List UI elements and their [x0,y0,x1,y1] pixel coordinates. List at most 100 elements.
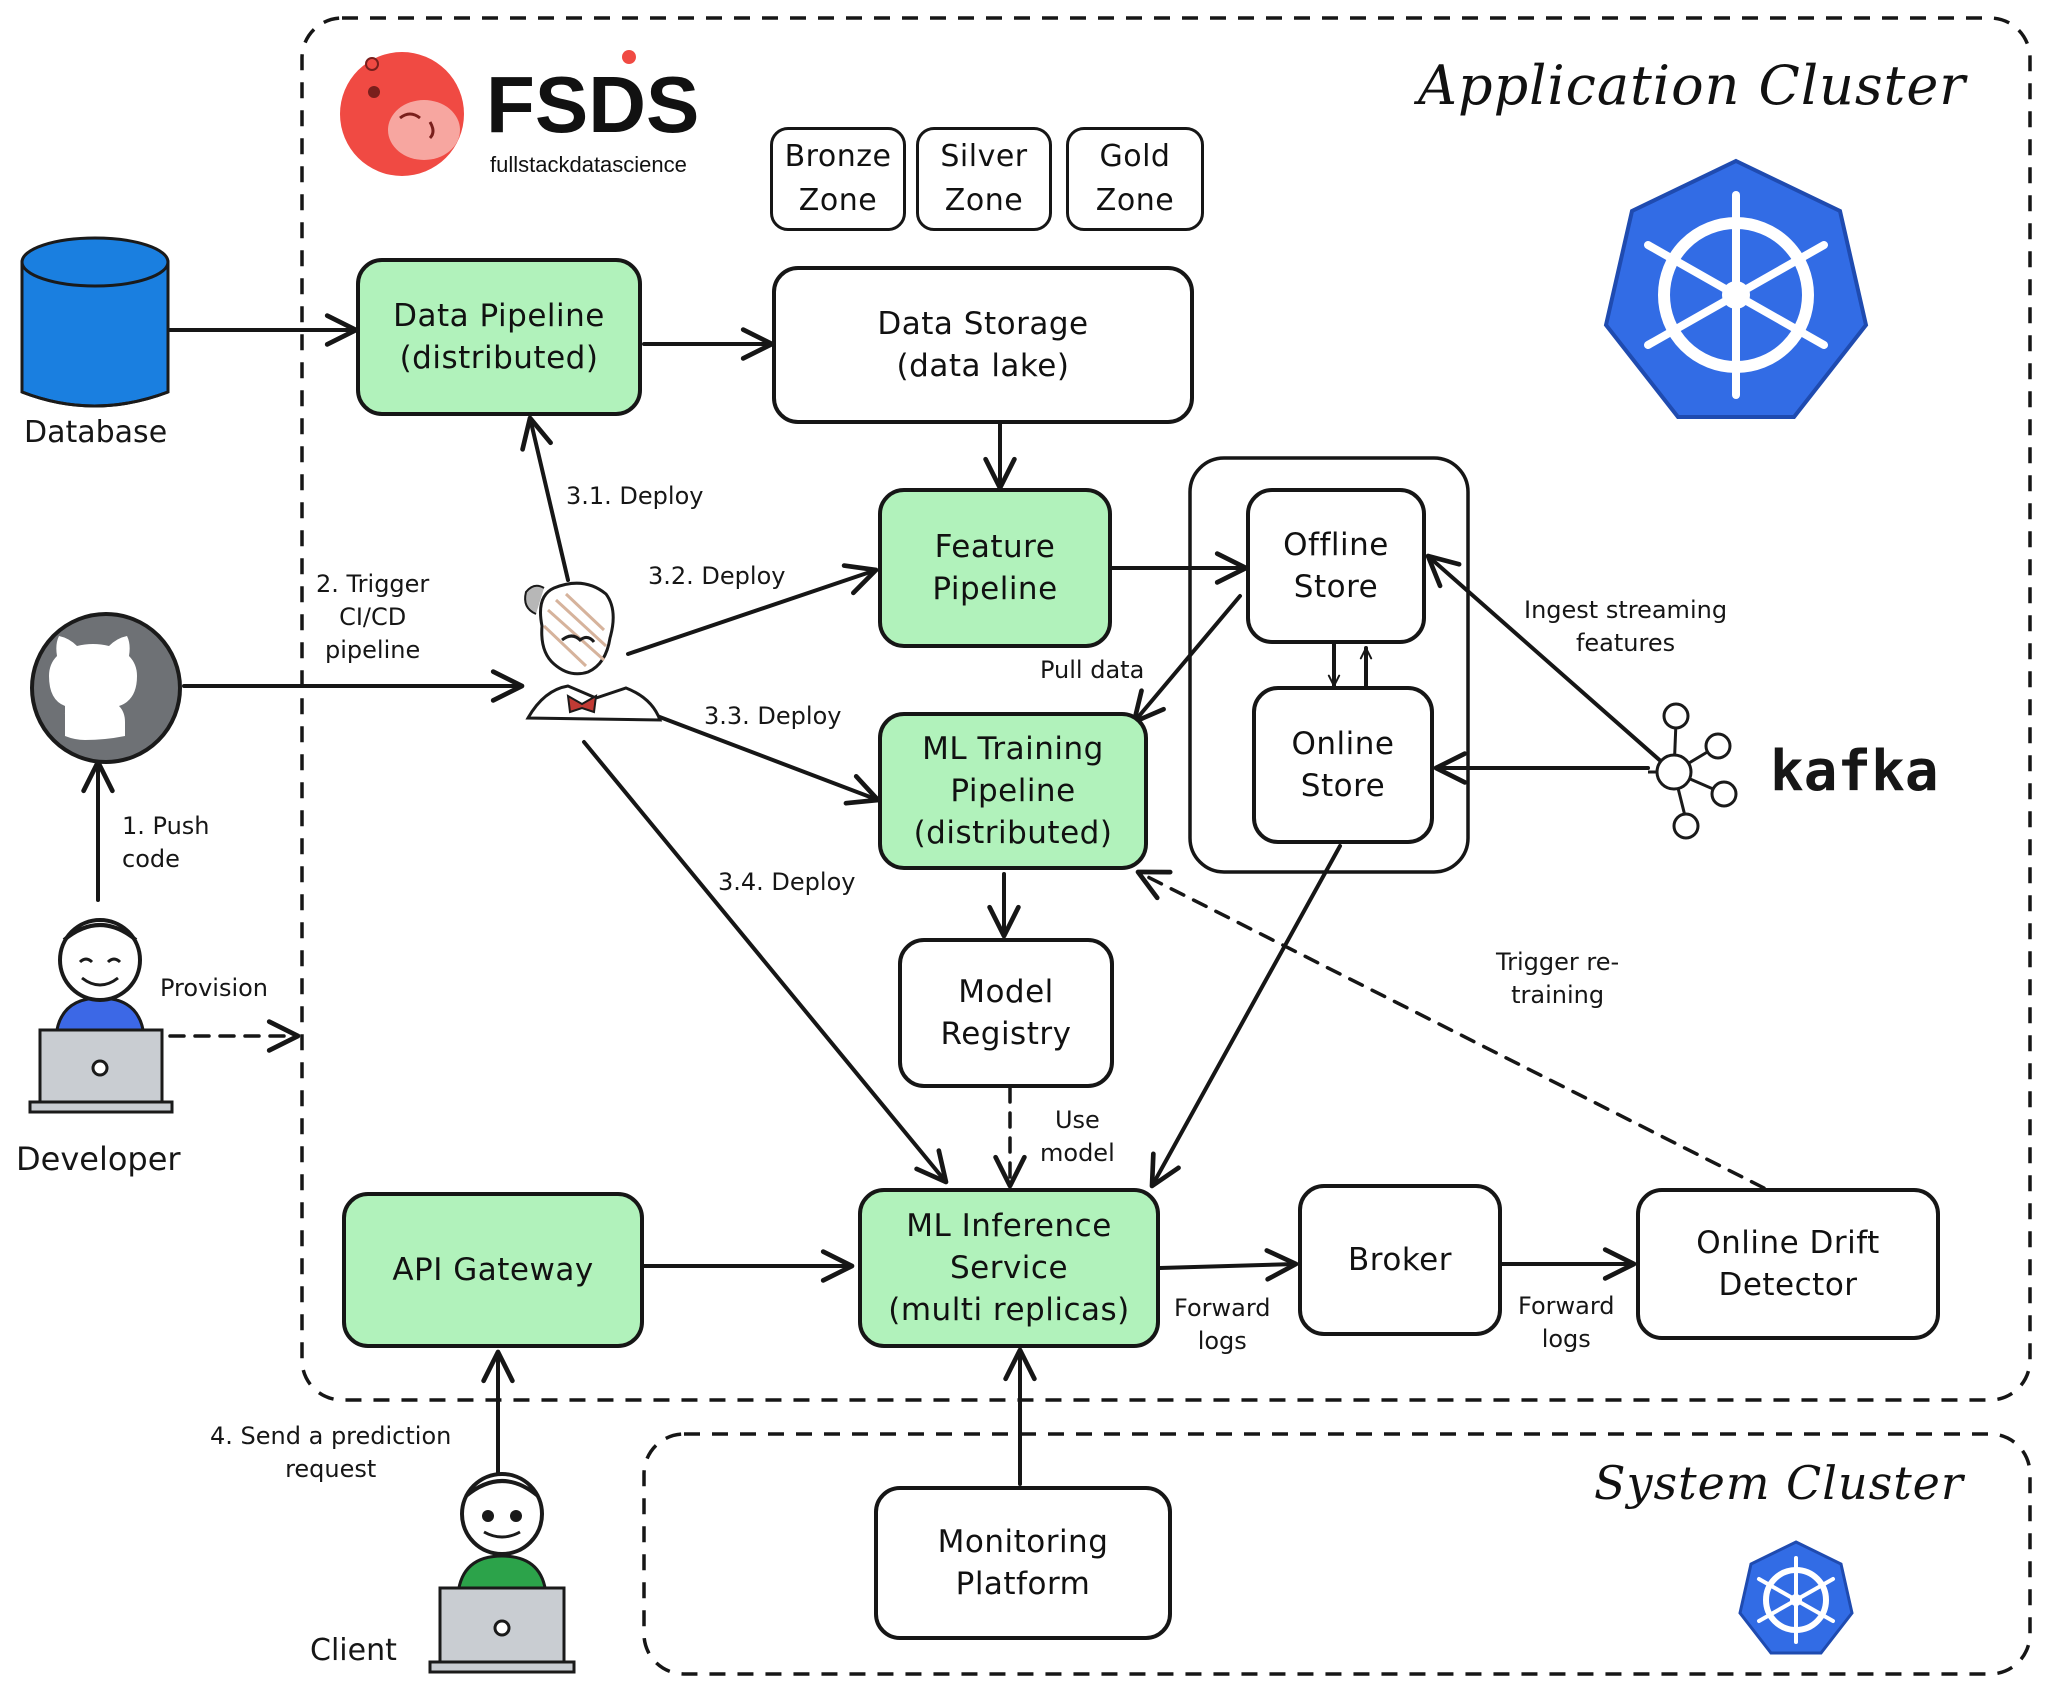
arrow-deploy-training [634,706,881,806]
ml-training-line-1: ML Training [922,731,1104,767]
ml-inference-line-3: (multi replicas) [888,1292,1130,1328]
arrow-deploy-data-pipeline [520,415,570,582]
application-cluster-boundary [300,16,2032,1402]
gold-zone-line-1: Gold [1099,139,1171,174]
ml-inference-node: ML Inference Service (multi replicas) [858,1188,1160,1348]
fsds-hippo-logo [340,52,464,176]
push-code-line-1: 1. Push [122,812,210,840]
ml-training-node: ML Training Pipeline (distributed) [878,712,1148,870]
feature-pipeline-node: Feature Pipeline [878,488,1112,648]
model-registry-node: Model Registry [898,938,1114,1088]
gold-zone: Gold Zone [1066,127,1204,231]
offline-store-line-1: Offline [1283,527,1389,563]
brand-name: FSDS [486,60,700,149]
drift-detector-line-1: Online Drift [1696,1225,1880,1261]
arrow-kafka-to-offline-store [1425,553,1666,766]
silver-zone: Silver Zone [916,127,1052,231]
use-model-line-1: Use [1054,1106,1100,1134]
deploy-34-label: 3.4. Deploy [718,868,856,896]
use-model-label: Use model [1040,1104,1115,1170]
broker-node: Broker [1298,1184,1502,1336]
push-code-line-2: code [122,845,180,873]
drift-detector-line-2: Detector [1718,1267,1858,1303]
online-store-line-2: Store [1300,768,1386,804]
client-avatar [428,1472,576,1674]
trigger-cicd-label: 2. Trigger CI/CD pipeline [316,568,429,667]
send-request-line-1: 4. Send a prediction [210,1422,452,1450]
use-model-line-2: model [1040,1139,1115,1167]
arrow-online-store-to-inference [1149,844,1342,1189]
client-label: Client [310,1633,397,1668]
kafka-label: kafka [1770,739,1939,804]
monitoring-line-1: Monitoring [937,1524,1109,1560]
brand-tagline: fullstackdatascience [490,152,687,177]
forward-logs-1-line-1: Forward [1174,1294,1271,1322]
forward-logs-1-line-2: logs [1197,1327,1247,1355]
ml-training-line-3: (distributed) [913,815,1113,851]
bronze-zone: Bronze Zone [770,127,906,231]
deploy-33-label: 3.3. Deploy [704,702,842,730]
monitoring-platform-node: Monitoring Platform [874,1486,1172,1640]
kubernetes-icon [1603,158,1869,419]
forward-logs-2-label: Forward logs [1518,1290,1615,1356]
arrow-deploy-feature-pipeline [626,563,879,656]
ml-inference-line-1: ML Inference [906,1208,1112,1244]
provision-label: Provision [160,974,269,1002]
drift-detector-node: Online Drift Detector [1636,1188,1940,1340]
ml-inference-line-2: Service [949,1250,1069,1286]
data-pipeline-node: Data Pipeline (distributed) [356,258,642,416]
data-storage-line-2: (data lake) [896,348,1070,384]
ml-training-line-2: Pipeline [950,773,1076,809]
arrow-deploy-inference [582,740,949,1185]
trigger-cicd-line-1: 2. Trigger [316,570,430,598]
ingest-streaming-line-1: Ingest streaming [1524,596,1728,624]
kafka-icon [1648,702,1738,840]
forward-logs-2-line-1: Forward [1518,1292,1615,1320]
api-gateway-line-1: API Gateway [392,1252,594,1288]
data-storage-node: Data Storage (data lake) [772,266,1194,424]
data-storage-line-1: Data Storage [877,306,1089,342]
trigger-retraining-line-2: training [1511,981,1605,1009]
bronze-zone-line-2: Zone [798,183,878,218]
push-code-label: 1. Push code [122,810,210,876]
online-store-node: Online Store [1252,686,1434,844]
feature-pipeline-line-1: Feature [934,529,1056,565]
database-label: Database [24,415,168,450]
arrow-inference-to-broker [1158,1248,1299,1282]
arrow-offline-store-to-training [1131,594,1242,725]
database-cylinder-icon [20,236,170,408]
forward-logs-1-label: Forward logs [1174,1292,1271,1358]
system-cluster-title: System Cluster [1594,1456,1964,1510]
logo-dot-icon [622,50,636,64]
bronze-zone-line-1: Bronze [784,139,892,174]
developer-avatar [28,918,174,1114]
deploy-31-label: 3.1. Deploy [566,482,704,510]
model-registry-line-1: Model [958,974,1054,1010]
github-icon [30,612,182,764]
api-gateway-node: API Gateway [342,1192,644,1348]
gold-zone-line-2: Zone [1095,183,1175,218]
broker-line-1: Broker [1348,1242,1452,1278]
offline-store-node: Offline Store [1246,488,1426,644]
jenkins-icon [524,581,663,722]
feature-store-container [1188,456,1470,874]
data-pipeline-line-2: (distributed) [399,340,599,376]
trigger-cicd-line-3: pipeline [325,636,421,664]
feature-pipeline-line-2: Pipeline [932,571,1058,607]
pull-data-label: Pull data [1040,656,1145,684]
monitoring-line-2: Platform [955,1566,1091,1602]
trigger-retraining-line-1: Trigger re- [1496,948,1620,976]
model-registry-line-2: Registry [940,1016,1072,1052]
ingest-streaming-line-2: features [1575,629,1676,657]
kubernetes-small-icon [1738,1540,1854,1655]
system-cluster-boundary [642,1432,2032,1676]
silver-zone-line-2: Zone [944,183,1024,218]
send-request-line-2: request [285,1455,377,1483]
offline-store-line-2: Store [1293,569,1379,605]
application-cluster-title: Application Cluster [1418,54,1967,117]
send-request-label: 4. Send a prediction request [210,1420,451,1486]
developer-label: Developer [16,1140,181,1178]
arrow-drift-to-training [1135,869,1766,1190]
